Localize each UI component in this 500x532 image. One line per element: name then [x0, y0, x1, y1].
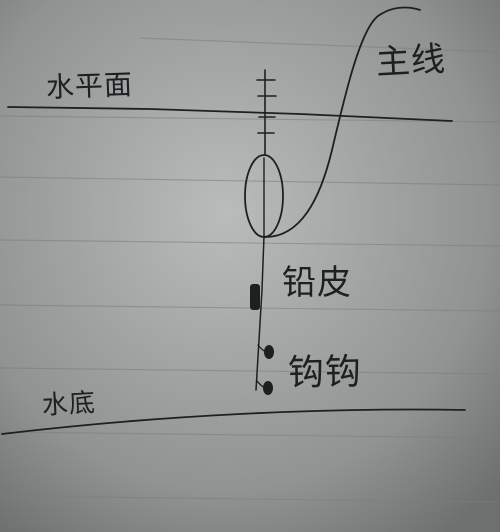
hook-lower — [263, 381, 273, 395]
ruled-lines — [0, 37, 500, 503]
hook-lower-snell — [256, 380, 266, 389]
main-line-label: 主线 — [374, 39, 447, 83]
ruled-line — [0, 239, 500, 247]
ruled-line — [0, 431, 500, 439]
ruled-line — [139, 37, 500, 53]
ruled-line — [0, 367, 500, 375]
ruled-line — [0, 304, 500, 312]
hooks — [263, 345, 274, 395]
hook-upper-snell — [257, 344, 267, 353]
float-marks — [256, 79, 277, 134]
hooks-label: 钩钩 — [287, 351, 363, 394]
water-surface-label: 水平面 — [45, 67, 134, 104]
water-surface-line — [7, 106, 453, 122]
main-line — [263, 6, 421, 238]
ruled-line — [0, 495, 500, 503]
ruled-line — [0, 176, 500, 186]
ruled-line — [0, 115, 500, 123]
hook-upper — [264, 345, 274, 359]
leader-line — [255, 235, 265, 391]
water-bottom-label: 水底 — [41, 388, 97, 421]
split-shot-weight — [250, 284, 260, 310]
water-bottom-line — [1, 408, 466, 435]
split-weight-label: 铅皮 — [282, 263, 352, 303]
